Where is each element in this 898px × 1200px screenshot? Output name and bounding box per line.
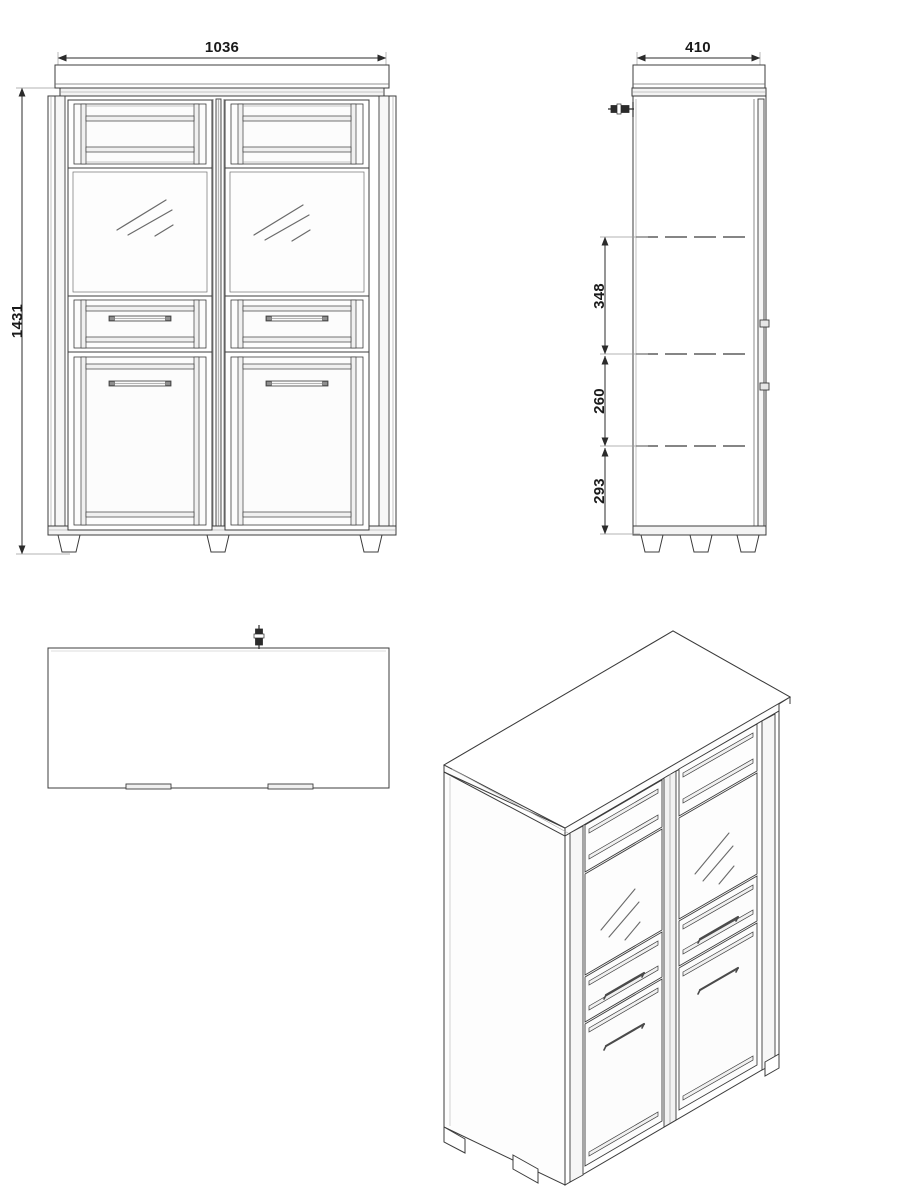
iso-feet (512, 1053, 780, 1184)
front-right-glass-panel (224, 167, 370, 297)
front-left-glass-panel (67, 167, 213, 297)
dimension-shelf-348 (600, 236, 648, 355)
glass-reflection-icon (116, 199, 174, 237)
dim-label-shelf-260: 260 (591, 388, 608, 414)
iso-left-side-panel (443, 771, 566, 1186)
glass-reflection-icon (694, 832, 735, 885)
plan-top-view (47, 625, 390, 790)
glass-reflection-icon (253, 204, 311, 242)
glass-reflection-icon (600, 888, 641, 941)
dimension-shelf-260 (600, 355, 648, 447)
isometric-3d-view (442, 630, 792, 1186)
front-left-lower-door[interactable] (67, 351, 213, 531)
plan-front-edge-marks (125, 783, 314, 790)
iso-right-door-handle[interactable] (697, 966, 740, 995)
front-right-drawer[interactable] (224, 295, 370, 353)
iso-left-drawer[interactable] (584, 931, 663, 1023)
front-right-fretwork-panel (224, 99, 370, 169)
front-left-door[interactable] (67, 99, 213, 531)
side-shelves (636, 236, 752, 447)
iso-left-glass-panel (584, 828, 663, 976)
iso-right-drawer-handle[interactable] (697, 915, 740, 944)
iso-right-drawer[interactable] (678, 875, 758, 967)
iso-left-drawer-handle[interactable] (603, 971, 646, 1000)
dimension-shelf-293 (600, 447, 640, 535)
iso-right-door[interactable] (678, 723, 758, 1111)
iso-right-fretwork-panel (678, 723, 758, 817)
side-wall-bracket-icon (608, 102, 634, 117)
front-elevation-view (16, 52, 397, 555)
front-right-drawer-handle[interactable] (265, 315, 329, 322)
iso-top-slab (442, 630, 792, 837)
front-right-lower-door[interactable] (224, 351, 370, 531)
iso-left-door[interactable] (584, 779, 663, 1167)
side-cornice (631, 64, 767, 97)
front-cornice (54, 64, 390, 97)
iso-left-fretwork-panel (584, 779, 663, 873)
front-right-door[interactable] (224, 99, 370, 531)
front-left-door-handle[interactable] (108, 380, 172, 387)
dim-label-shelf-348: 348 (591, 283, 608, 309)
front-left-drawer[interactable] (67, 295, 213, 353)
front-right-door-handle[interactable] (265, 380, 329, 387)
dim-label-height-1431: 1431 (9, 304, 26, 338)
dim-label-width-1036: 1036 (205, 39, 239, 56)
front-left-drawer-handle[interactable] (108, 315, 172, 322)
front-feet (57, 534, 383, 553)
plan-wall-bracket-icon (253, 625, 265, 649)
side-elevation-view (600, 52, 770, 553)
front-left-fretwork-panel (67, 99, 213, 169)
dim-label-shelf-293: 293 (591, 478, 608, 504)
side-feet (640, 534, 760, 553)
dim-label-depth-410: 410 (685, 39, 711, 56)
side-hinge-icons (759, 319, 770, 391)
iso-left-lower-door[interactable] (584, 978, 663, 1167)
iso-right-lower-door[interactable] (678, 922, 758, 1111)
iso-left-door-handle[interactable] (603, 1022, 646, 1051)
iso-right-glass-panel (678, 772, 758, 920)
side-carcass (632, 95, 767, 536)
